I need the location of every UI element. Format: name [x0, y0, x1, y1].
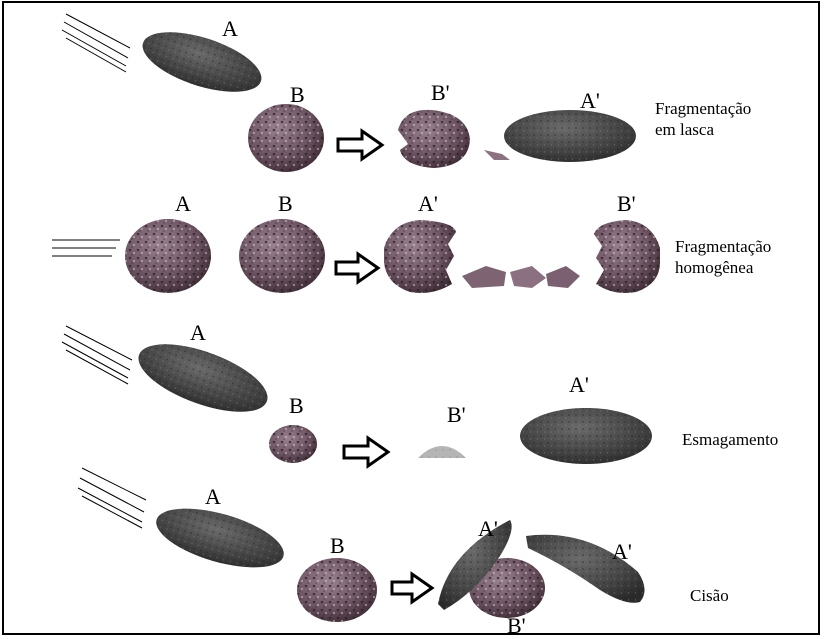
- chip-fragment: [484, 150, 510, 160]
- particle-b-prime-chipped: [398, 110, 470, 168]
- particle-b: [239, 219, 325, 293]
- particle-a: [150, 497, 290, 580]
- particle-a: [136, 20, 269, 104]
- label-a: A: [190, 322, 206, 344]
- label-b-prime: B': [447, 404, 466, 426]
- label-a: A: [175, 193, 191, 215]
- particle-a-prime: [504, 110, 636, 162]
- label-a-prime-right: A': [612, 541, 632, 563]
- particle-b: [248, 104, 324, 172]
- label-a-prime-left: A': [478, 518, 498, 540]
- particle-b-prime-half: [594, 220, 660, 293]
- powder-pile: [418, 446, 466, 458]
- label-b-prime: B': [431, 82, 450, 104]
- label-b: B: [330, 535, 345, 557]
- caption-fragmentacao-homogenea: Fragmentação homogênea: [675, 236, 771, 278]
- caption-fragmentacao-em-lasca: Fragmentação em lasca: [655, 98, 751, 140]
- label-a-prime: A': [418, 193, 438, 215]
- label-b-prime: B': [617, 193, 636, 215]
- caption-cisao: Cisão: [690, 585, 729, 606]
- process-arrow-icon: [338, 131, 382, 159]
- particle-a: [125, 219, 211, 293]
- motion-lines-icon: [62, 326, 132, 384]
- particle-a-prime-half: [384, 220, 456, 293]
- motion-lines-icon: [62, 14, 130, 72]
- label-a-prime: A': [580, 90, 600, 112]
- fragment-pieces: [462, 266, 580, 288]
- motion-lines-icon: [78, 468, 146, 528]
- label-b: B: [289, 395, 304, 417]
- particle-b: [297, 558, 377, 622]
- process-arrow-icon: [336, 254, 378, 282]
- process-arrow-icon: [344, 438, 388, 466]
- label-a: A: [222, 18, 238, 40]
- label-a-prime: A': [569, 374, 589, 396]
- label-b-prime: B': [507, 615, 526, 637]
- particle-b-small: [269, 425, 317, 463]
- process-arrow-icon: [392, 574, 432, 602]
- label-b: B: [290, 84, 305, 106]
- motion-lines-icon: [52, 240, 120, 256]
- particle-a-prime: [520, 408, 652, 464]
- caption-esmagamento: Esmagamento: [682, 429, 778, 450]
- label-a: A: [205, 486, 221, 508]
- label-b: B: [278, 193, 293, 215]
